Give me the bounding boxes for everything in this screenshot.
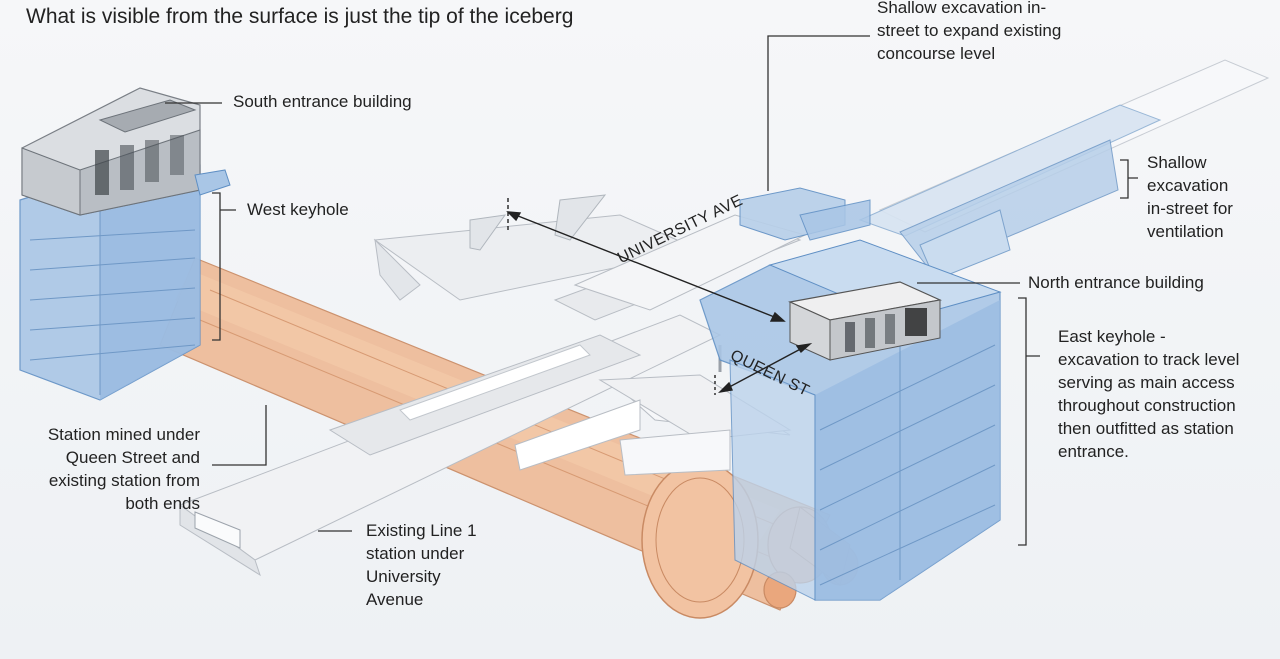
label-line: throughout construction <box>1058 396 1236 415</box>
west-keyhole <box>19 164 201 401</box>
label-line: University <box>366 567 441 586</box>
label-line: serving as main access <box>1058 373 1235 392</box>
label-shallow-concourse: Shallow excavation in- street to expand … <box>877 0 1061 65</box>
callout-lines <box>165 35 1138 546</box>
label-line: Shallow excavation in- <box>877 0 1047 17</box>
north-entrance-building <box>787 281 943 361</box>
street-arrows <box>506 198 813 395</box>
label-line: Queen Street and <box>65 448 200 467</box>
existing-line-1-station <box>178 314 722 577</box>
label-shallow-ventilation: Shallow excavation in-street for ventila… <box>1147 151 1233 243</box>
label-line: ventilation <box>1147 222 1224 241</box>
label-line: street to expand existing <box>877 21 1062 40</box>
label-line: Existing Line 1 <box>366 521 477 540</box>
ventilation-excavation <box>858 59 1270 281</box>
label-north-entrance-building: North entrance building <box>1028 273 1204 292</box>
shallow-concourse-excavation <box>739 187 871 241</box>
label-line: excavation <box>1147 176 1229 195</box>
label-line: concourse level <box>877 44 996 63</box>
label-line: station under <box>366 544 465 563</box>
label-line: Station mined under <box>47 425 200 444</box>
label-line: in-street for <box>1147 199 1233 218</box>
label-south-entrance-building: South entrance building <box>233 92 412 111</box>
page-heading: What is visible from the surface is just… <box>26 5 574 28</box>
label-east-keyhole: East keyhole - excavation to track level… <box>1058 325 1239 463</box>
label-station-mined: Station mined under Queen Street and exi… <box>0 423 200 515</box>
label-line: excavation to track level <box>1058 350 1240 369</box>
label-line: existing station from <box>48 471 200 490</box>
label-existing-line-1: Existing Line 1 station under University… <box>366 519 477 611</box>
label-line: entrance. <box>1058 442 1129 461</box>
east-keyhole <box>699 239 1002 601</box>
south-entrance-building <box>21 87 231 216</box>
label-line: then outfitted as station <box>1058 419 1234 438</box>
label-west-keyhole: West keyhole <box>247 200 349 219</box>
label-line: both ends <box>125 494 200 513</box>
label-line: Avenue <box>366 590 424 609</box>
label-line: East keyhole - <box>1058 327 1166 346</box>
label-line: Shallow <box>1147 153 1207 172</box>
